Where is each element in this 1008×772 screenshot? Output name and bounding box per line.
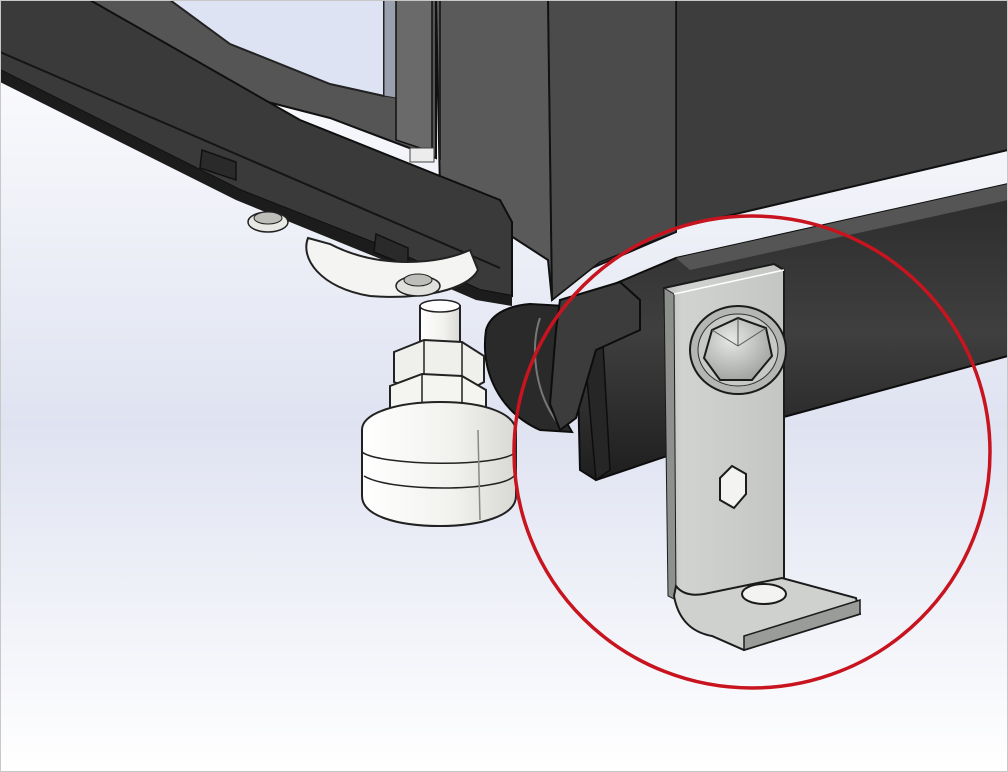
leveling-foot <box>247 211 517 528</box>
hex-bolt <box>689 305 787 395</box>
foot-plate-hole <box>741 583 787 605</box>
bracket-foot-plate <box>672 576 862 652</box>
highlight-circle <box>512 214 992 690</box>
glass-window <box>168 0 385 98</box>
cabinet-side-panel <box>675 0 1008 230</box>
bracket-mid-hole <box>719 464 747 510</box>
cabinet-body <box>0 0 1008 482</box>
